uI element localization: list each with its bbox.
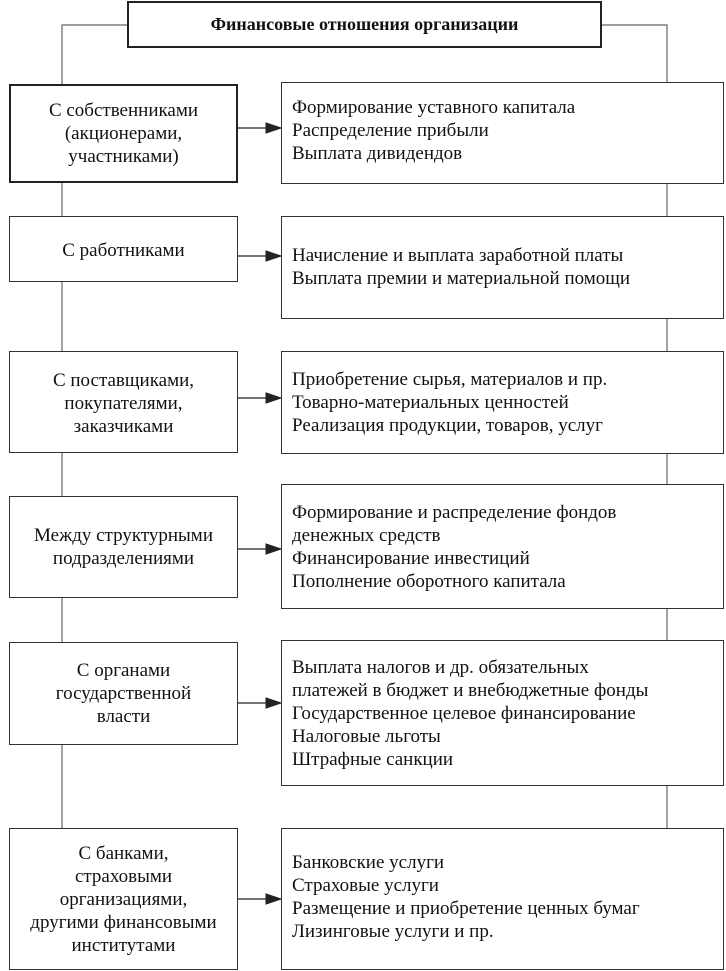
right-line: Товарно-материальных ценностей	[292, 392, 569, 413]
right-line: платежей в бюджет и внебюджетные фонды	[292, 680, 649, 701]
left-line: участниками)	[68, 146, 179, 167]
left-line: С банками,	[78, 842, 169, 864]
right-line: Выплата премии и материальной помощи	[292, 268, 631, 289]
left-box-government: С органами государственной власти	[9, 642, 238, 745]
right-line: Страховые услуги	[292, 875, 439, 896]
left-line: С поставщиками,	[52, 370, 195, 391]
left-line: страховыми	[74, 865, 173, 887]
left-box-text: С поставщиками, покупателями, заказчикам…	[53, 369, 194, 438]
right-box-government: Выплата налогов и др. обязательных плате…	[281, 640, 724, 786]
left-line: власти	[96, 706, 151, 727]
diagram-title: Финансовые отношения организации	[127, 1, 602, 48]
left-line: организациями,	[59, 888, 188, 910]
right-line: Выплата дивидендов	[292, 143, 463, 164]
left-line: С собственниками	[48, 100, 199, 121]
right-line: Размещение и приобретение ценных бумаг	[292, 898, 640, 919]
left-line: государственной	[55, 683, 192, 704]
left-box-text: С работниками	[62, 239, 184, 262]
left-box-text: С органами государственной власти	[56, 659, 191, 728]
right-line: Штрафные санкции	[292, 749, 454, 770]
left-line: заказчиками	[73, 416, 174, 437]
left-line: другими финансовыми	[30, 911, 217, 933]
right-box-suppliers: Приобретение сырья, материалов и пр. Тов…	[281, 351, 724, 454]
right-line: Финансирование инвестиций	[292, 548, 530, 569]
right-line: Налоговые льготы	[292, 726, 441, 747]
right-box-owners: Формирование уставного капитала Распреде…	[281, 82, 724, 184]
right-box-divisions: Формирование и распределение фондов дене…	[281, 484, 724, 609]
left-box-banks: С банками, страховыми организациями, дру…	[9, 828, 238, 970]
arrowhead-row-6	[265, 893, 283, 905]
right-line: Лизинговые услуги и пр.	[292, 921, 494, 942]
right-line: Реализация продукции, товаров, услуг	[292, 415, 603, 436]
arrowhead-row-3	[265, 392, 283, 404]
left-box-owners: С собственниками (акционерами, участника…	[9, 84, 238, 183]
left-line: Между структурными	[34, 525, 213, 546]
right-line: Формирование и распределение фондов	[292, 502, 617, 523]
left-box-text: Между структурными подразделениями	[34, 524, 213, 570]
left-box-text: С собственниками (акционерами, участника…	[49, 99, 198, 168]
right-line: Банковские услуги	[292, 852, 445, 873]
left-box-suppliers: С поставщиками, покупателями, заказчикам…	[9, 351, 238, 453]
left-line: (акционерами,	[64, 123, 183, 144]
right-box-employees: Начисление и выплата заработной платы Вы…	[281, 216, 724, 319]
arrowhead-row-4	[265, 543, 283, 555]
arrowhead-row-1	[265, 122, 283, 134]
left-line: институтами	[71, 934, 176, 956]
left-box-text: С банками, страховыми организациями, дру…	[30, 842, 216, 957]
right-line: Начисление и выплата заработной платы	[292, 245, 624, 266]
arrowhead-row-2	[265, 250, 283, 262]
left-box-employees: С работниками	[9, 216, 238, 282]
left-line: С органами	[76, 660, 171, 681]
left-line: С работниками	[62, 240, 185, 261]
left-line: покупателями,	[64, 393, 183, 414]
right-line: Пополнение оборотного капитала	[292, 571, 566, 592]
left-line: подразделениями	[52, 548, 195, 569]
arrowhead-row-5	[265, 697, 283, 709]
right-line: Государственное целевое финансирование	[292, 703, 636, 724]
right-line: Распределение прибыли	[292, 120, 489, 141]
right-line: денежных средств	[292, 525, 441, 546]
right-box-banks: Банковские услуги Страховые услуги Разме…	[281, 828, 724, 970]
arrows	[238, 122, 283, 905]
right-line: Формирование уставного капитала	[292, 97, 576, 118]
left-box-divisions: Между структурными подразделениями	[9, 496, 238, 598]
right-line: Выплата налогов и др. обязательных	[292, 657, 589, 678]
right-line: Приобретение сырья, материалов и пр.	[292, 369, 608, 390]
